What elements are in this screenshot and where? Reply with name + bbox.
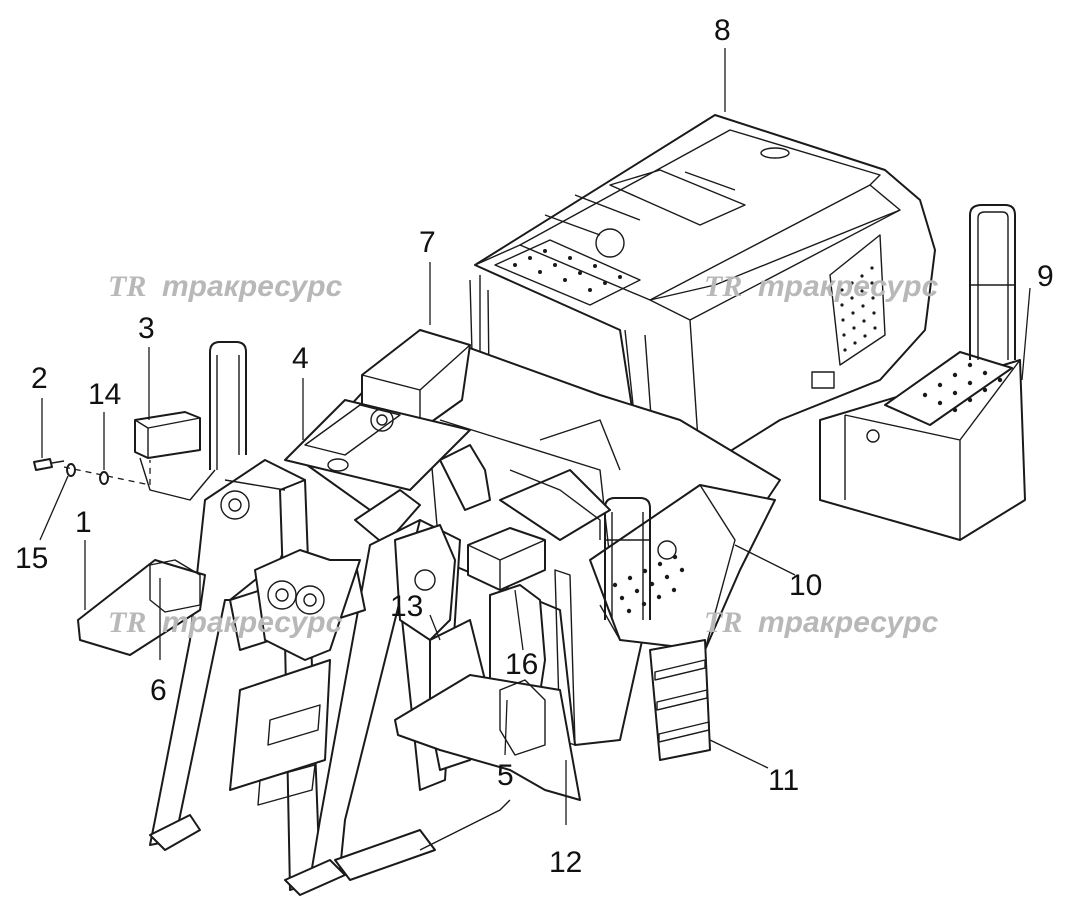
watermark-bottom-left: TR тракресурс [108,606,343,639]
callout-13: 13 [390,590,423,623]
callout-16: 16 [505,648,538,681]
watermark-text: тракресурс [758,606,939,639]
callout-4: 4 [292,342,309,375]
callout-2: 2 [31,362,48,395]
watermark-top-left: TR тракресурс [108,270,343,303]
watermark-logo: TR [704,606,742,639]
callout-7: 7 [419,226,436,259]
callouts: 8 7 4 3 2 14 15 1 6 9 10 11 12 13 16 5 [15,14,1054,879]
callout-11: 11 [768,764,799,797]
watermark-logo: TR [108,606,146,639]
callout-6: 6 [150,674,167,707]
watermark-logo: TR [108,270,146,303]
callout-5: 5 [497,759,514,792]
callout-9: 9 [1037,260,1054,293]
callout-3: 3 [138,312,155,345]
callout-14: 14 [88,378,121,411]
watermark-logo: TR [704,270,742,303]
callout-1: 1 [75,506,92,539]
callout-12: 12 [549,846,582,879]
watermark-bottom-right: TR тракресурс [704,606,939,639]
watermark-text: тракресурс [162,606,343,639]
front-frame [77,341,581,896]
leader-lines [39,48,1031,825]
callout-8: 8 [714,14,731,47]
fastener-set [33,458,151,486]
watermark-top-right: TR тракресурс [704,270,939,303]
watermark-text: тракресурс [758,270,939,303]
callout-15: 15 [15,542,48,575]
counterweight [819,204,1026,541]
callout-10: 10 [789,569,822,602]
watermark-text: тракресурс [162,270,343,303]
